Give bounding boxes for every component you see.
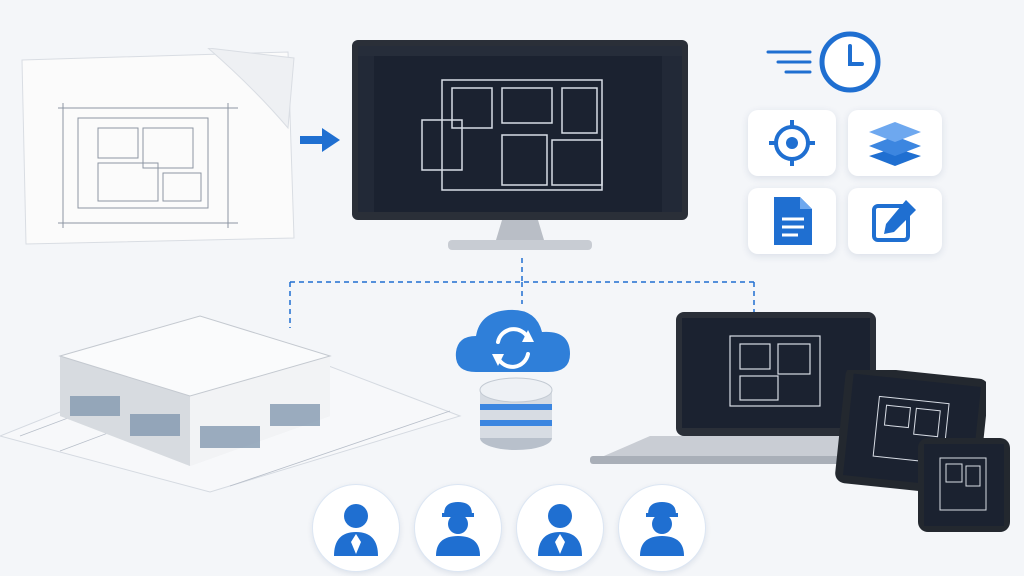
document-icon: [748, 188, 836, 254]
laptop-icon: [590, 306, 890, 470]
blueprint-paper-icon: [18, 47, 300, 248]
clock-icon: [762, 30, 886, 94]
layers-icon: [848, 110, 942, 176]
desktop-monitor-icon: [352, 40, 688, 256]
user-icon: [516, 484, 604, 572]
arrow-right-icon: [300, 126, 342, 154]
engineer-icon: [618, 484, 706, 572]
phone-icon: [916, 436, 1012, 534]
edit-icon: [848, 188, 942, 254]
user-icon: [312, 484, 400, 572]
building-3d-icon: [0, 296, 470, 496]
engineer-icon: [414, 484, 502, 572]
cloud-sync-icon: [450, 300, 576, 380]
database-icon: [474, 376, 558, 454]
target-icon: [748, 110, 836, 176]
